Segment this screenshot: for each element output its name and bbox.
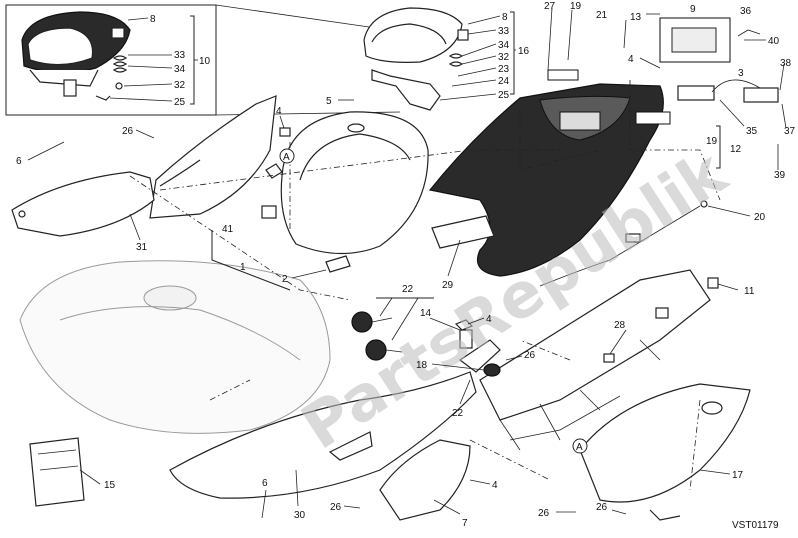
callout-28: 28 xyxy=(614,320,626,331)
inset-callouts: 8 33 34 32 25 10 xyxy=(109,14,211,108)
lower-side-fairing xyxy=(169,339,501,499)
callout-26: 26 xyxy=(122,126,134,137)
passenger-seat xyxy=(363,7,469,111)
callout-22: 22 xyxy=(452,408,464,419)
rear-subframe xyxy=(479,269,719,451)
callout-4: 4 xyxy=(628,54,634,65)
callout-27: 27 xyxy=(544,1,556,12)
tail-section xyxy=(428,69,671,277)
callout-25: 25 xyxy=(174,97,186,108)
callout-1: 1 xyxy=(240,262,246,273)
callout-35: 35 xyxy=(746,126,758,137)
callout-3: 3 xyxy=(738,68,744,79)
callout-31: 31 xyxy=(136,242,148,253)
inset-passenger-seat xyxy=(21,11,131,101)
callout-21: 21 xyxy=(596,10,608,21)
callout-4: 4 xyxy=(486,314,492,325)
callout-17: 17 xyxy=(732,470,744,481)
left-side-panel-upper xyxy=(149,95,291,219)
passenger-seat-callouts: 8 33 34 32 23 24 25 16 xyxy=(439,11,530,101)
callout-19: 19 xyxy=(570,1,582,12)
callout-4: 4 xyxy=(492,480,498,491)
fuel-tank-outline xyxy=(19,260,331,434)
callout-34: 34 xyxy=(498,40,510,51)
side-cover-7 xyxy=(379,439,471,521)
callout-15: 15 xyxy=(104,480,116,491)
callout-33: 33 xyxy=(498,26,510,37)
callout-8: 8 xyxy=(502,12,508,23)
callout-18: 18 xyxy=(416,360,428,371)
tool-tray xyxy=(659,17,779,103)
callout-13: 13 xyxy=(630,12,642,23)
rear-undertray xyxy=(579,383,751,521)
left-tail-cover xyxy=(11,171,155,237)
callout-23: 23 xyxy=(498,64,510,75)
keys xyxy=(351,311,403,361)
callout-26: 26 xyxy=(538,508,550,519)
callout-4: 4 xyxy=(276,106,282,117)
callout-39: 39 xyxy=(774,170,786,181)
callout-6: 6 xyxy=(16,156,22,167)
callout-19: 19 xyxy=(706,136,718,147)
callout-33: 33 xyxy=(174,50,186,61)
callout-34: 34 xyxy=(174,64,186,75)
callout-37: 37 xyxy=(784,126,796,137)
callout-6: 6 xyxy=(262,478,268,489)
callout-14: 14 xyxy=(420,308,432,319)
callout-26: 26 xyxy=(596,502,608,513)
callout-16: 16 xyxy=(518,46,530,57)
callout-8: 8 xyxy=(150,14,156,25)
callout-30: 30 xyxy=(294,510,306,521)
callout-7: 7 xyxy=(462,518,468,529)
callout-36: 36 xyxy=(740,6,752,17)
assembly-lines xyxy=(129,80,721,491)
inset-connector-top xyxy=(215,4,391,31)
callout-38: 38 xyxy=(780,58,792,69)
callout-20: 20 xyxy=(754,212,766,223)
callout-A: A xyxy=(576,442,583,453)
callout-9: 9 xyxy=(690,4,696,15)
rider-seat xyxy=(280,111,429,273)
callout-25: 25 xyxy=(498,90,510,101)
callout-29: 29 xyxy=(442,280,454,291)
callout-2: 2 xyxy=(282,274,288,285)
callout-26: 26 xyxy=(524,350,536,361)
reference-code: VST01179 xyxy=(732,520,779,531)
document-pouch xyxy=(29,437,85,507)
callout-24: 24 xyxy=(498,76,510,87)
owners-manual xyxy=(431,215,495,249)
callout-40: 40 xyxy=(768,36,780,47)
callout-A: A xyxy=(283,152,290,163)
callout-32: 32 xyxy=(174,80,186,91)
callout-26: 26 xyxy=(330,502,342,513)
main-callouts: 27 19 21 13 9 36 40 38 4 3 35 37 19 12 3… xyxy=(16,1,796,531)
callout-5: 5 xyxy=(326,96,332,107)
callout-41: 41 xyxy=(222,224,234,235)
callout-32: 32 xyxy=(498,52,510,63)
callout-10: 10 xyxy=(199,56,211,67)
callout-11: 11 xyxy=(744,286,755,297)
seat-lock xyxy=(454,319,501,377)
callout-22: 22 xyxy=(402,284,414,295)
callout-12: 12 xyxy=(730,144,742,155)
seat-cable xyxy=(539,200,708,287)
